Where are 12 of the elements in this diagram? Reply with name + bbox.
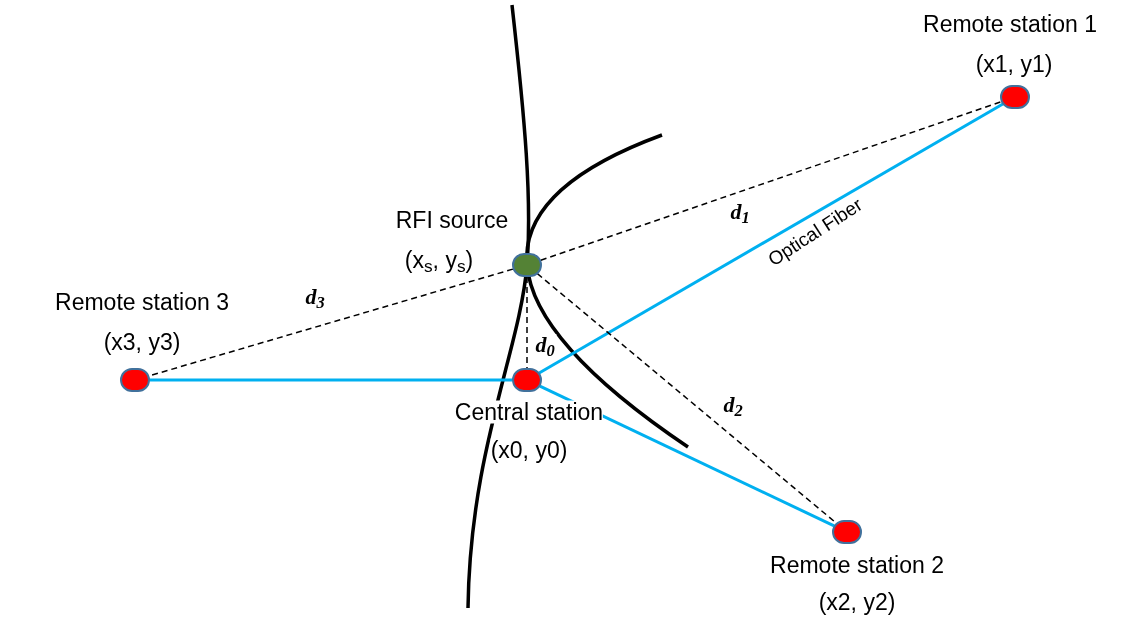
fiber-line — [150, 378, 512, 382]
dashed-line — [526, 276, 528, 369]
coordinates-label: (x1, y1) — [975, 52, 1053, 76]
station-name: Central station — [454, 400, 604, 424]
edge-label: d$_{3}$ — [303, 286, 327, 308]
coordinates-label: (x$_{s}$, y$_{s}$) — [404, 248, 474, 272]
coordinates-label: (x3, y3) — [103, 330, 181, 354]
edge-label: d$_{2}$ — [721, 394, 745, 416]
coordinates-label: (x2, y2) — [818, 590, 896, 614]
edge-label: d$_{0}$ — [533, 334, 557, 356]
fiber-line — [538, 102, 1004, 375]
coordinates-label: (x0, y0) — [490, 438, 568, 462]
